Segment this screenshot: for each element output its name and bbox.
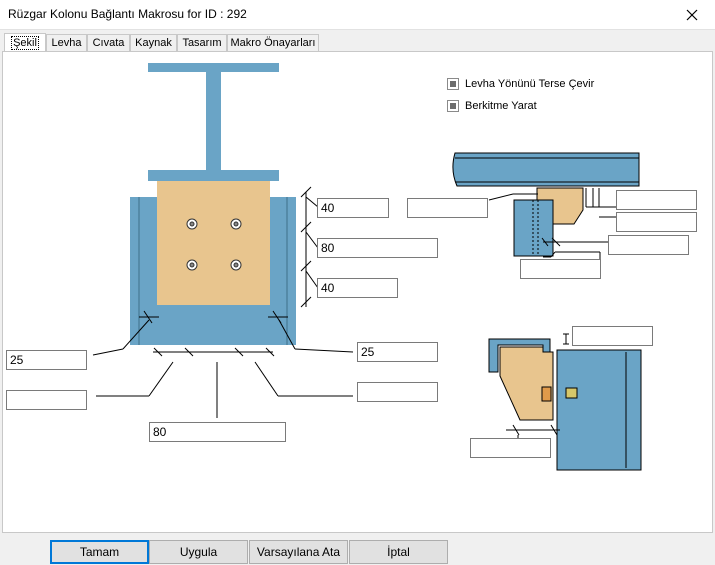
window-title: Rüzgar Kolonu Bağlantı Makrosu for ID : …	[8, 7, 247, 21]
create-stiffener-label: Berkitme Yarat	[465, 100, 537, 112]
bottom-edge-field[interactable]: 40	[317, 278, 398, 298]
cancel-button[interactable]: İptal	[349, 540, 448, 564]
right-lower-field[interactable]	[357, 382, 438, 402]
tab-sekil[interactable]: Şekil	[4, 33, 46, 52]
side-view	[452, 152, 640, 261]
middle-spacing-field[interactable]: 80	[317, 238, 438, 258]
left-lower-field[interactable]	[6, 390, 87, 410]
close-button[interactable]	[669, 0, 715, 30]
title-bar: Rüzgar Kolonu Bağlantı Makrosu for ID : …	[0, 0, 715, 30]
tab-tasarim[interactable]: Tasarım	[177, 34, 227, 51]
end-plate	[157, 181, 270, 305]
tab-kaynak[interactable]: Kaynak	[130, 34, 177, 51]
front-view	[92, 63, 354, 418]
detail-angle	[488, 338, 551, 373]
beam-top-flange	[148, 63, 279, 72]
side-beam	[452, 152, 640, 187]
tab-strip: Şekil Levha Cıvata Kaynak Tasarım Makro …	[2, 33, 713, 52]
detail-column	[556, 349, 642, 471]
flip-plate-check-icon	[447, 78, 459, 90]
column-right-flange	[287, 197, 296, 345]
detail-bottom-field[interactable]	[470, 438, 551, 458]
left-edge-field[interactable]: 25	[6, 350, 87, 370]
defaults-button[interactable]: Varsayılana Ata	[249, 540, 348, 564]
side-right-top-field[interactable]	[616, 190, 697, 210]
tab-levha[interactable]: Levha	[46, 34, 87, 51]
column-left-flange	[130, 197, 139, 345]
side-bottom-field[interactable]	[520, 259, 601, 279]
tab-civata[interactable]: Cıvata	[87, 34, 130, 51]
side-left-field[interactable]	[407, 198, 488, 218]
shape-panel: Levha Yönünü Terse Çevir Berkitme Yarat …	[2, 51, 713, 533]
horizontal-spacing-field[interactable]: 80	[149, 422, 286, 442]
beam-web	[206, 72, 221, 172]
close-icon	[686, 9, 698, 21]
create-stiffener-check-icon	[447, 100, 459, 112]
apply-button[interactable]: Uygula	[149, 540, 248, 564]
tab-makro-onayarlari[interactable]: Makro Önayarları	[227, 34, 319, 51]
side-right-low-field[interactable]	[608, 235, 689, 255]
detail-view	[488, 333, 642, 471]
side-right-mid-field[interactable]	[616, 212, 697, 232]
ok-button[interactable]: Tamam	[50, 540, 149, 564]
flip-plate-checkbox[interactable]: Levha Yönünü Terse Çevir	[447, 78, 594, 90]
beam-bottom-flange	[148, 170, 279, 181]
top-edge-field[interactable]: 40	[317, 198, 389, 218]
detail-plate	[499, 346, 554, 421]
right-edge-field[interactable]: 25	[357, 342, 438, 362]
detail-top-field[interactable]	[572, 326, 653, 346]
detail-bolt	[541, 386, 552, 402]
connection-drawing	[92, 63, 642, 471]
create-stiffener-checkbox[interactable]: Berkitme Yarat	[447, 100, 537, 112]
bolt-group	[186, 218, 242, 271]
flip-plate-label: Levha Yönünü Terse Çevir	[465, 78, 595, 90]
